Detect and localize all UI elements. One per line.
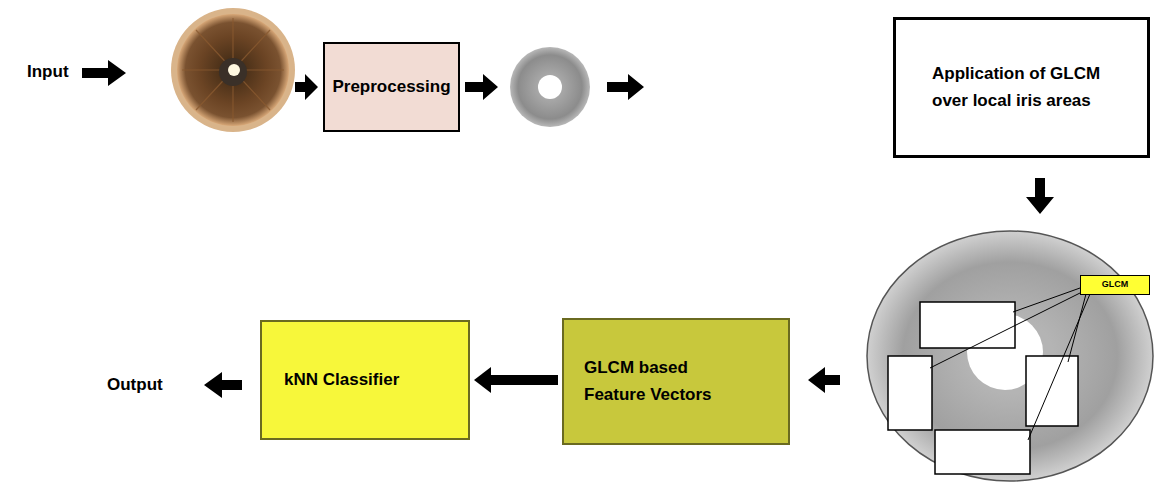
block-arrow — [808, 367, 840, 393]
leader-lines — [930, 288, 1090, 440]
eye-pupil — [219, 58, 247, 86]
classifier-box: kNN Classifier — [260, 320, 470, 440]
block-arrow — [607, 74, 644, 100]
box-label: GLCM — [1102, 278, 1129, 292]
local-area — [920, 302, 1015, 348]
local-area — [935, 430, 1030, 474]
normalized-iris — [510, 47, 590, 127]
iris-region — [867, 231, 1153, 481]
process-box: Application of GLCM over local iris area… — [893, 17, 1150, 158]
eye-iris — [177, 14, 289, 126]
block-arrow — [82, 60, 126, 86]
block-arrow — [204, 372, 242, 398]
callout-box: GLCM — [1080, 275, 1150, 295]
local-area — [1026, 356, 1078, 426]
feature-box: GLCM based Feature Vectors — [562, 318, 790, 445]
flow-arrow — [474, 367, 558, 393]
box-label: Application of GLCM over local iris area… — [932, 61, 1122, 114]
pupil-hole — [538, 75, 562, 99]
io-label: Output — [107, 375, 163, 395]
box-label: Preprocessing — [332, 74, 450, 100]
process-box: Preprocessing — [323, 42, 460, 132]
io-label: Input — [27, 62, 69, 82]
eye-highlight — [228, 64, 240, 76]
iris-texture — [182, 18, 284, 122]
block-arrow — [1026, 178, 1054, 214]
eye-outer — [171, 8, 295, 132]
box-label: GLCM based Feature Vectors — [584, 355, 754, 408]
box-label: kNN Classifier — [284, 367, 399, 393]
block-arrow — [295, 74, 318, 100]
block-arrow — [465, 74, 498, 100]
local-area — [888, 356, 932, 430]
